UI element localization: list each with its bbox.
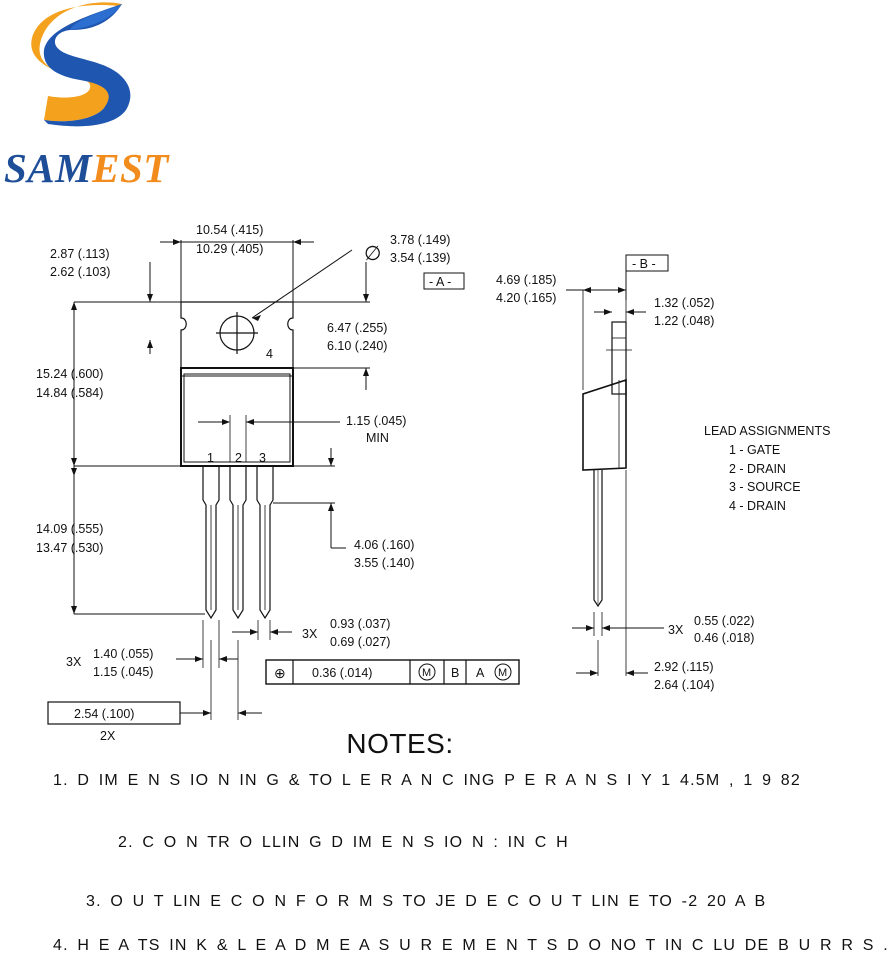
dim-hole-diameter-min: 3.54 (.139) <box>390 251 450 265</box>
notes-title: NOTES: <box>346 728 454 759</box>
dim-lead-shoulder: 1.15 (.045) <box>346 414 406 428</box>
note-item-4: 4. H E A TS IN K & L E A D M E A S U R E… <box>53 937 889 954</box>
note-item-1: 1. D IM E N S IO N IN G & TO L E R A N C… <box>53 772 802 789</box>
datum-b-label: - B - <box>632 257 656 271</box>
pin-number-1: 1 <box>207 451 214 465</box>
package-body <box>180 367 294 467</box>
dim-body-height-min: 14.84 (.584) <box>36 386 103 400</box>
side-view <box>582 321 627 608</box>
dim-lead-length-max: 14.09 (.555) <box>36 522 103 536</box>
datum-a-box <box>423 272 465 290</box>
dim-body-height-max: 15.24 (.600) <box>36 367 103 381</box>
dim-lead-thickness-min: 0.69 (.027) <box>330 635 390 649</box>
position-tolerance-symbol: ⊕ <box>274 665 286 681</box>
dim-shoulder-length-min: 3.55 (.140) <box>354 556 414 570</box>
dim-hole-to-tab-min: 6.10 (.240) <box>327 339 387 353</box>
dim-side-offset-max: 2.92 (.115) <box>654 660 714 674</box>
tolerance-m1: M <box>422 667 431 679</box>
dim-tab-thickness-max: 2.87 (.113) <box>50 247 110 261</box>
lead-assignment-2: 2 - DRAIN <box>729 462 786 476</box>
tolerance-m2: M <box>498 667 507 679</box>
tolerance-frame <box>265 659 520 685</box>
count-3x-shoulder-width: 3X <box>66 655 82 669</box>
dim-lead-shoulder-min: MIN <box>366 431 389 445</box>
dim-side-depth-max: 4.69 (.185) <box>496 273 556 287</box>
tolerance-value: 0.36 (.014) <box>312 666 372 680</box>
pin-number-4: 4 <box>266 347 273 361</box>
leads <box>202 466 274 620</box>
dim-hole-to-tab-max: 6.47 (.255) <box>327 321 387 335</box>
pin-number-2: 2 <box>235 451 242 465</box>
dim-hole-diameter-max: 3.78 (.149) <box>390 233 450 247</box>
lead-assignment-4: 4 - DRAIN <box>729 499 786 513</box>
note-item-2: 2. C O N TR O LLIN G D IM E N S IO N : I… <box>118 834 569 851</box>
count-3x-side-lead: 3X <box>668 623 684 637</box>
lead-assignment-3: 3 - SOURCE <box>729 480 801 494</box>
brand-name-part2: EST <box>92 145 169 191</box>
brand-name-part1: SAM <box>4 145 93 191</box>
dim-lead-thickness-max: 0.93 (.037) <box>330 617 390 631</box>
diameter-symbol: ∅ <box>364 243 381 265</box>
dim-shoulder-length-max: 4.06 (.160) <box>354 538 414 552</box>
dim-tab-thickness-min: 2.62 (.103) <box>50 265 110 279</box>
note-item-3: 3. O U T LIN E C O N F O R M S TO JE D E… <box>86 893 767 910</box>
dim-side-tab-max: 1.32 (.052) <box>654 296 714 310</box>
dim-side-lead-min: 0.46 (.018) <box>694 631 754 645</box>
dim-side-offset-min: 2.64 (.104) <box>654 678 714 692</box>
dim-lead-pitch: 2.54 (.100) <box>74 707 134 721</box>
pin-number-3: 3 <box>259 451 266 465</box>
dim-side-depth-min: 4.20 (.165) <box>496 291 556 305</box>
dim-body-width-max: 10.54 (.415) <box>196 223 263 237</box>
pitch-box <box>47 701 181 725</box>
count-3x-front-thickness: 3X <box>302 627 318 641</box>
dim-side-lead-max: 0.55 (.022) <box>694 614 754 628</box>
tolerance-datum-b: B <box>451 666 459 680</box>
dim-side-tab-min: 1.22 (.048) <box>654 314 714 328</box>
dim-body-width-min: 10.29 (.405) <box>196 242 263 256</box>
lead-assignment-1: 1 - GATE <box>729 443 780 457</box>
dim-lead-pitch-count: 2X <box>100 729 116 743</box>
logo-icon <box>31 2 131 127</box>
package-drawing: 2.87 (.113) 2.62 (.103) 10.54 (.415) 10.… <box>36 223 830 743</box>
datum-a-label: - A - <box>429 275 451 289</box>
dim-shoulder-width-max: 1.40 (.055) <box>93 647 153 661</box>
dim-shoulder-width-min: 1.15 (.045) <box>93 665 153 679</box>
brand-logo-text: SAMEST <box>4 146 169 190</box>
tolerance-datum-a: A <box>476 666 485 680</box>
lead-assignments-title: LEAD ASSIGNMENTS <box>704 424 830 438</box>
dim-lead-length-min: 13.47 (.530) <box>36 541 103 555</box>
